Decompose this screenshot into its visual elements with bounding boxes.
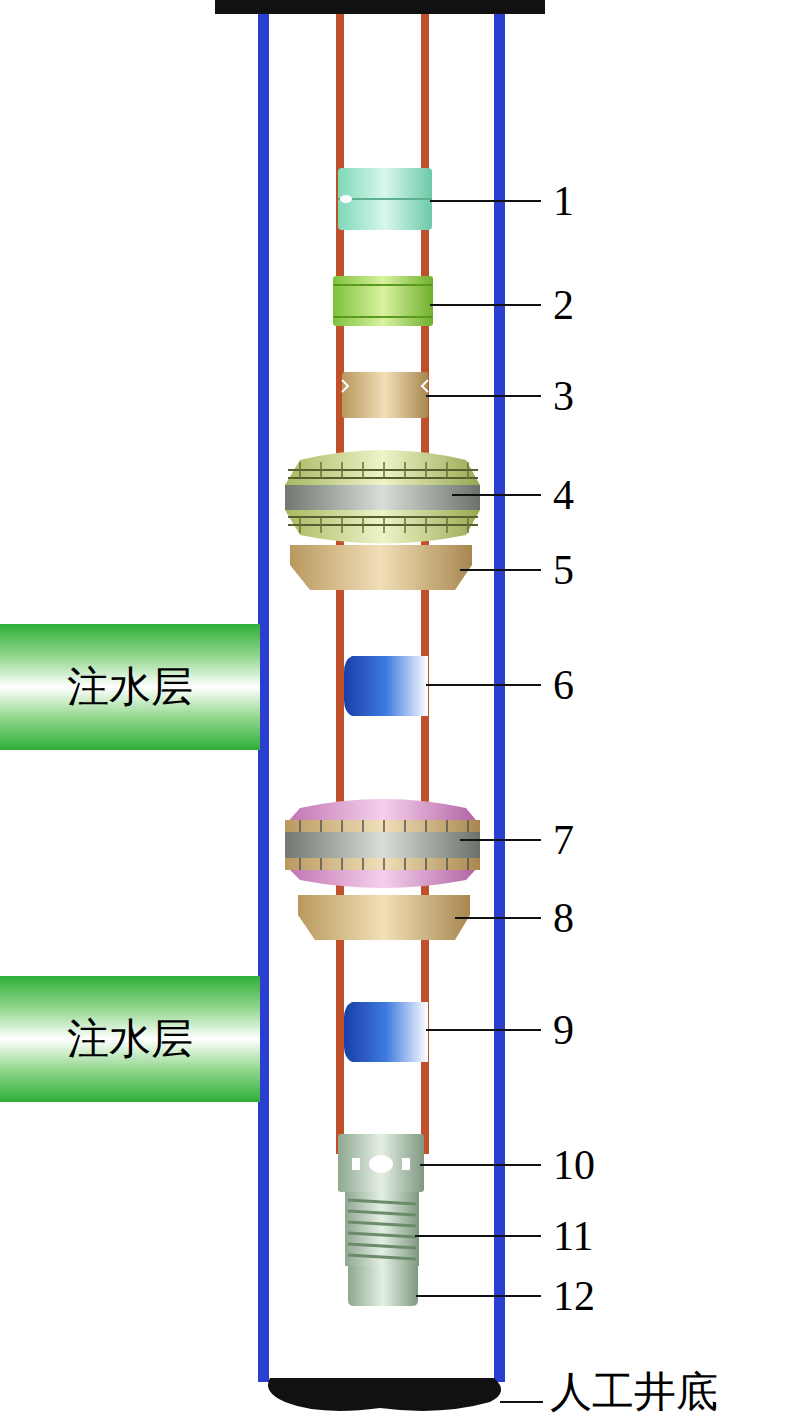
callout-number: 7 [553,819,574,861]
callout-number: 3 [553,375,574,417]
injection-zone-band: 注水层 [0,624,260,750]
well-bottom-label: 人工井底 [550,1371,718,1413]
callout-number: 12 [553,1275,595,1317]
callout-number: 11 [553,1215,593,1257]
callout-number: 1 [553,180,574,222]
callout-number: 4 [553,474,574,516]
callout-number: 8 [553,897,574,939]
callout-number: 2 [553,284,574,326]
callout-number: 9 [553,1009,574,1051]
callout-number: 10 [553,1144,595,1186]
zone-label: 注水层 [67,659,193,715]
callout-number: 5 [553,549,574,591]
zone-label: 注水层 [67,1011,193,1067]
injection-zone-band: 注水层 [0,976,260,1102]
callout-number: 6 [553,664,574,706]
